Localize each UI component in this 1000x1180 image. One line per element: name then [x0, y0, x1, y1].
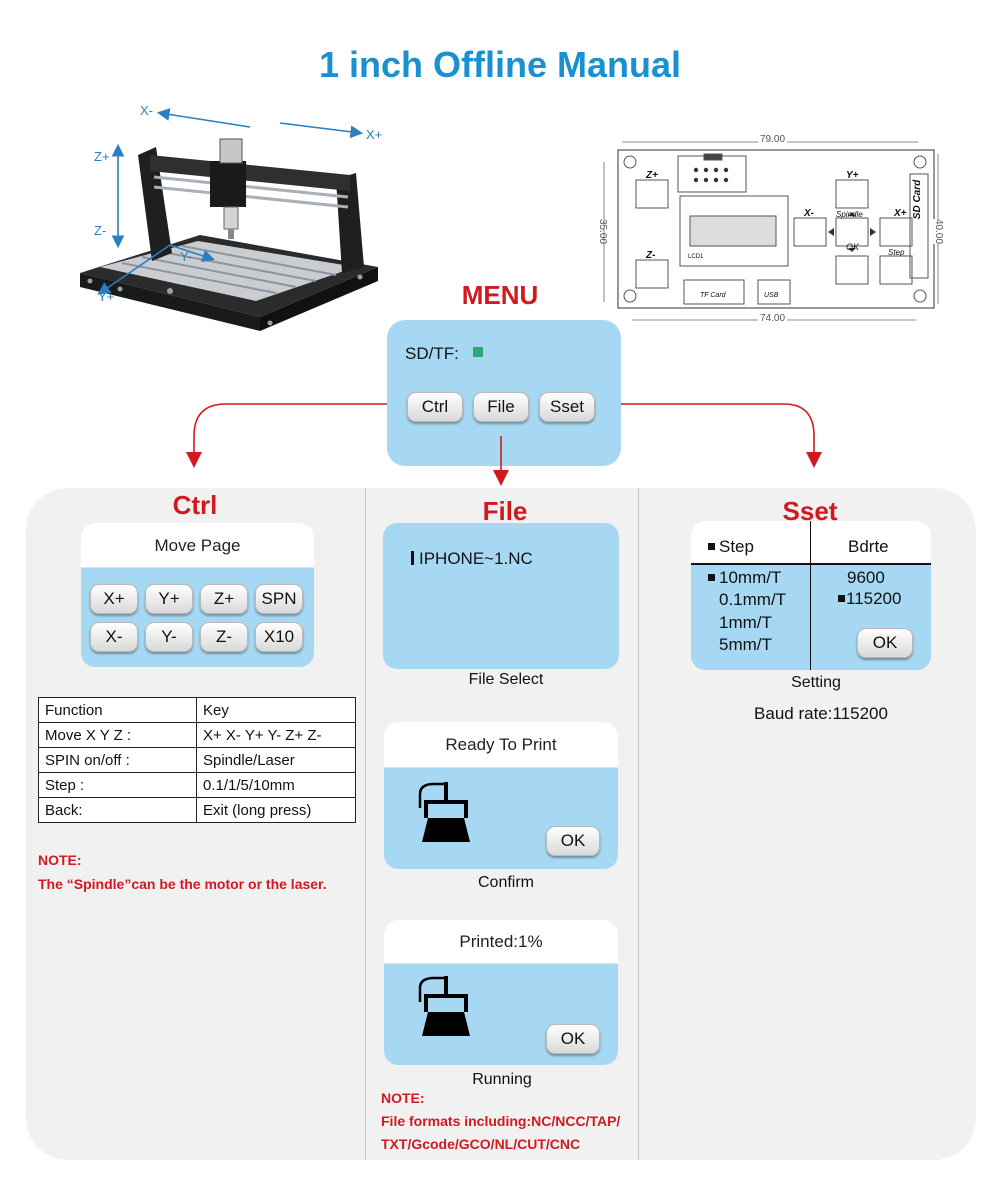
running-caption: Running — [472, 1071, 532, 1088]
x-minus-label: X- — [140, 103, 153, 118]
x-plus-label: X+ — [366, 127, 383, 142]
board-usb: USB — [764, 292, 779, 299]
selected-step-bullet-icon — [708, 574, 715, 581]
ok-button-running[interactable]: OK — [546, 1024, 600, 1054]
table-cell: Back: — [38, 797, 197, 823]
table-cell: Function — [38, 697, 197, 723]
key-y-minus[interactable]: Y- — [145, 622, 193, 652]
board-x-minus: X- — [804, 208, 814, 219]
sset-button[interactable]: Sset — [539, 392, 595, 422]
key-spn[interactable]: SPN — [255, 584, 303, 614]
divider-right — [638, 488, 639, 1160]
table-row: Step : 0.1/1/5/10mm — [38, 772, 356, 798]
menu-title: MENU — [461, 280, 539, 310]
table-row: Back: Exit (long press) — [38, 797, 356, 823]
selected-baud-bullet-icon — [838, 595, 845, 602]
file-name: IPHONE~1.NC — [419, 549, 533, 568]
table-cell: Exit (long press) — [196, 797, 356, 823]
board-x-plus: X+ — [894, 208, 907, 219]
board-step: Step — [888, 248, 905, 257]
y-plus-label: Y+ — [98, 289, 115, 304]
board-inner-dim: 74.00 — [758, 313, 788, 324]
z-minus-label: Z- — [94, 223, 107, 238]
running-screen: Printed:1% OK — [384, 920, 618, 1065]
table-row: SPIN on/off : Spindle/Laser — [38, 747, 356, 773]
table-cell: Key — [196, 697, 356, 723]
page-title: 1 inch Offline Manual — [318, 44, 682, 85]
menu-screen: SD/TF: Ctrl File Sset — [387, 320, 621, 466]
axis-arrows — [97, 108, 364, 295]
ok-button-confirm[interactable]: OK — [546, 826, 600, 856]
ready-title: Ready To Print — [384, 722, 618, 768]
table-cell: 0.1/1/5/10mm — [196, 772, 356, 798]
table-cell: X+ X- Y+ Y- Z+ Z- — [196, 722, 356, 748]
file-note-line1: File formats including:NC/NCC/TAP/ — [381, 1113, 621, 1129]
setting-caption: Setting — [791, 674, 841, 691]
key-z-minus[interactable]: Z- — [200, 622, 248, 652]
board-drawing: 79.00 74.00 35.00 40.00 Z+ Z- Y+ X- X+ S… — [597, 132, 950, 327]
key-x-minus[interactable]: X- — [90, 622, 138, 652]
table-cell: SPIN on/off : — [38, 747, 197, 773]
file-cursor-icon — [411, 551, 414, 565]
ctrl-note-label: NOTE: — [38, 852, 82, 868]
step-option[interactable]: 0.1mm/T — [719, 590, 787, 609]
step-option[interactable]: 10mm/T — [719, 568, 782, 587]
board-z-plus: Z+ — [646, 170, 658, 181]
sset-screen: Step Bdrte 10mm/T 0.1mm/T 1mm/T 5mm/T 96… — [691, 521, 931, 670]
board-z-minus: Z- — [646, 250, 656, 261]
file-list-screen: IPHONE~1.NC — [383, 523, 619, 669]
step-bullet-icon — [708, 543, 715, 550]
table-row: Move X Y Z : X+ X- Y+ Y- Z+ Z- — [38, 722, 356, 748]
sset-ok-button[interactable]: OK — [857, 628, 913, 658]
divider-left — [365, 488, 366, 1160]
y-minus-label: Y- — [180, 249, 192, 264]
ready-screen: Ready To Print OK — [384, 722, 618, 869]
machine-icon — [418, 976, 470, 1036]
ctrl-screen: Move Page X+ Y+ Z+ SPN X- Y- Z- X10 — [81, 523, 314, 667]
sset-column-divider — [810, 521, 811, 670]
file-select-caption: File Select — [468, 671, 544, 688]
key-x-plus[interactable]: X+ — [90, 584, 138, 614]
cnc-machine-illustration: X- X+ Z+ Z- Y- Y+ — [60, 95, 400, 335]
board-outline-icon — [603, 141, 939, 321]
step-option[interactable]: 5mm/T — [719, 635, 772, 654]
file-note-line2: TXT/Gcode/GCO/NL/CUT/CNC — [381, 1136, 581, 1152]
ctrl-note-text: The “Spindle”can be the motor or the las… — [38, 876, 327, 892]
table-cell: Spindle/Laser — [196, 747, 356, 773]
sset-header-divider — [691, 563, 931, 565]
bdrte-header: Bdrte — [848, 537, 889, 556]
baud-option[interactable]: 9600 — [847, 568, 885, 587]
board-tf-card: TF Card — [700, 292, 726, 299]
function-key-table: Function Key Move X Y Z : X+ X- Y+ Y- Z+… — [38, 697, 356, 823]
ctrl-button[interactable]: Ctrl — [407, 392, 463, 422]
file-button[interactable]: File — [473, 392, 529, 422]
key-y-plus[interactable]: Y+ — [145, 584, 193, 614]
move-page-title: Move Page — [81, 523, 314, 568]
table-cell: Step : — [38, 772, 197, 798]
step-option[interactable]: 1mm/T — [719, 613, 772, 632]
confirm-caption: Confirm — [477, 874, 534, 891]
sd-status-indicator — [473, 347, 483, 357]
machine-icon — [418, 782, 470, 842]
table-cell: Move X Y Z : — [38, 722, 197, 748]
board-lcd: LCD1 — [688, 254, 704, 260]
ctrl-title: Ctrl — [172, 490, 218, 520]
baud-option[interactable]: 115200 — [846, 589, 902, 608]
board-ok: OK — [846, 242, 860, 252]
key-x10[interactable]: X10 — [255, 622, 303, 652]
baud-rate-line: Baud rate:115200 — [754, 704, 888, 723]
printed-title: Printed:1% — [384, 920, 618, 964]
sset-header — [691, 521, 931, 564]
file-title: File — [482, 496, 528, 526]
key-z-plus[interactable]: Z+ — [200, 584, 248, 614]
sd-tf-label: SD/TF: — [405, 344, 459, 363]
z-plus-label: Z+ — [94, 149, 110, 164]
table-row: Function Key — [38, 697, 356, 723]
board-spindle: Spindle — [836, 210, 863, 219]
step-header: Step — [719, 537, 754, 556]
board-width-dim: 79.00 — [758, 134, 788, 145]
file-note-label: NOTE: — [381, 1090, 425, 1106]
board-y-plus: Y+ — [846, 170, 859, 181]
cnc-machine-icon — [80, 138, 378, 331]
